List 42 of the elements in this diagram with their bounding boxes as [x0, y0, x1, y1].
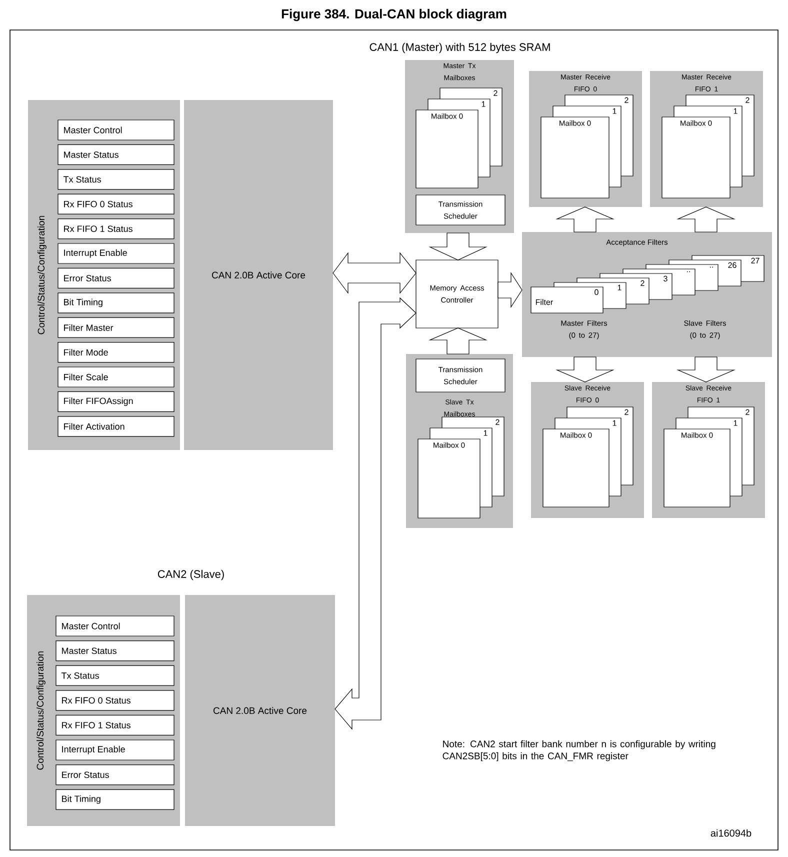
register-box: Rx FIFO 0 Status	[56, 690, 174, 711]
note-text: Note: CAN2 start filter bank number n is configurable by writing CAN2SB[5:0] bits in the CAN_FMR register	[442, 740, 716, 762]
register-box: Filter Master	[58, 317, 174, 338]
register-box: Rx FIFO 0 Status	[58, 194, 174, 214]
register-box: Master Status	[56, 640, 174, 662]
register-box: Master Control	[58, 120, 174, 140]
block-arrow	[556, 356, 614, 382]
figure-id: ai16094b	[710, 829, 752, 837]
register-box: Bit Timing	[58, 292, 174, 314]
block-arrow	[676, 206, 736, 232]
register-box: Interrupt Enable	[58, 243, 174, 264]
register-box: Tx Status	[58, 169, 174, 190]
register-box: Filter Mode	[58, 342, 174, 363]
core-block: CAN 2.0B Active Core	[184, 100, 333, 450]
section-heading: CAN2 (Slave)	[158, 570, 224, 580]
register-box: Bit Timing	[56, 789, 174, 810]
filter-card: Filter 0	[530, 286, 604, 314]
register-box: Interrupt Enable	[56, 740, 174, 760]
register-box: Error Status	[56, 764, 174, 786]
register-box: Rx FIFO 1 Status	[56, 714, 174, 736]
block-arrow	[498, 272, 522, 308]
node-label: 2	[624, 97, 628, 103]
core-block: CAN 2.0B Active Core	[185, 595, 335, 826]
block-arrow	[334, 297, 416, 730]
register-box: Tx Status	[56, 665, 174, 686]
block-arrow	[428, 328, 488, 354]
register-box: Master Control	[56, 616, 174, 636]
section-heading: CAN1 (Master) with 512 bytes SRAM	[370, 42, 550, 54]
block-arrow	[332, 252, 416, 294]
register-box: Filter FIFOAssign	[58, 391, 174, 412]
node-label: 2	[746, 409, 750, 415]
figure-title: Figure 384. Dual-CAN block diagram	[282, 8, 506, 22]
node-label: 2	[624, 409, 628, 415]
register-box: Filter Scale	[58, 366, 174, 388]
block-arrow	[428, 232, 488, 260]
register-box: Error Status	[58, 268, 174, 288]
register-box: Filter Activation	[58, 416, 174, 437]
node-label: 2	[746, 97, 750, 103]
register-box: Master Status	[58, 144, 174, 165]
block-arrow	[556, 206, 614, 232]
block-arrow	[676, 356, 736, 382]
register-box: Rx FIFO 1 Status	[58, 218, 174, 240]
